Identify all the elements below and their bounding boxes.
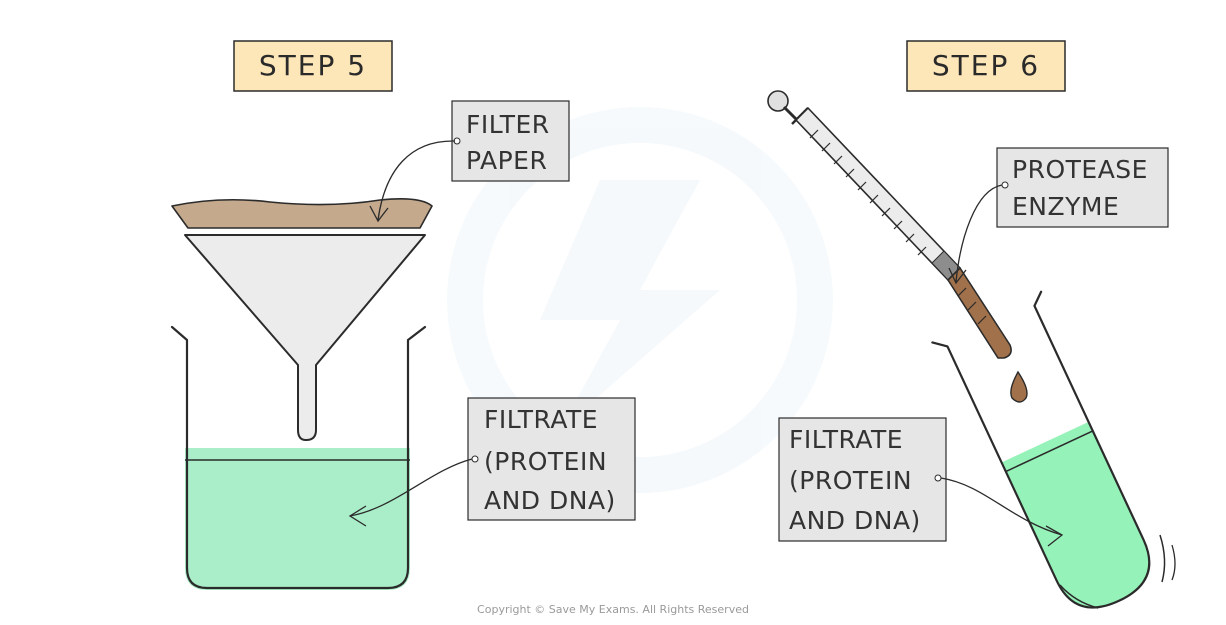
- step-5-filtrate-label-line-2: (PROTEIN: [484, 447, 607, 476]
- test-tube-outline: [931, 290, 1151, 609]
- beaker-outline: [170, 325, 427, 590]
- motion-line-1: [1059, 584, 1099, 609]
- step-6-filtrate-arrowhead: [1045, 525, 1064, 547]
- pipette-graduations: [809, 129, 987, 325]
- enzyme-arrowhead: [948, 267, 967, 285]
- step-6-title-box: STEP 6: [906, 40, 1066, 92]
- step-6-title: STEP 6: [932, 49, 1040, 82]
- step-5-filtrate-label-line-1: FILTRATE: [484, 405, 598, 434]
- step-5-filtrate-label-line-3: AND DNA): [484, 486, 616, 515]
- protease-enzyme-label: PROTEASE ENZYME: [996, 147, 1169, 228]
- beaker-filtrate: [185, 448, 410, 590]
- step-6-filtrate-label: FILTRATE (PROTEIN AND DNA): [778, 417, 947, 542]
- filter-paper-label-line-1: FILTER: [466, 110, 550, 139]
- step-6-filtrate-arrow: [940, 477, 1063, 536]
- tube-filtrate-surface: [1005, 430, 1094, 473]
- enzyme-arrow: [955, 184, 1003, 283]
- test-tube: [931, 290, 1151, 609]
- step-5-filtrate-arrow: [349, 458, 473, 517]
- step-6-filtrate-label-line-1: FILTRATE: [789, 425, 903, 454]
- step-6-filtrate-label-line-3: AND DNA): [789, 506, 921, 535]
- step-5-title-box: STEP 5: [233, 40, 393, 92]
- motion-line-2: [1159, 534, 1166, 583]
- filter-paper-arrow: [377, 140, 456, 221]
- enzyme-drop: [1010, 370, 1028, 403]
- protease-enzyme-label-line-1: PROTEASE: [1012, 155, 1148, 184]
- motion-line-3: [1171, 544, 1176, 581]
- pipette: [767, 90, 1012, 359]
- step-5-filtrate-arrowhead: [348, 505, 367, 527]
- filter-paper: [171, 198, 433, 229]
- filter-paper-label: FILTER PAPER: [451, 100, 570, 182]
- beaker: [170, 325, 427, 590]
- watermark-logo: [447, 107, 833, 493]
- funnel: [184, 234, 426, 441]
- test-tube-filtrate: [1001, 421, 1150, 608]
- copyright-text: Copyright © Save My Exams. All Rights Re…: [477, 603, 749, 616]
- step-5-title: STEP 5: [259, 49, 367, 82]
- pipette-plunger-knob: [767, 90, 789, 112]
- protease-enzyme-label-line-2: ENZYME: [1012, 192, 1119, 221]
- step-6-filtrate-label-line-2: (PROTEIN: [789, 466, 912, 495]
- step-5-filtrate-label: FILTRATE (PROTEIN AND DNA): [467, 397, 636, 521]
- filter-paper-arrowhead: [369, 205, 389, 223]
- filter-paper-label-line-2: PAPER: [466, 146, 547, 175]
